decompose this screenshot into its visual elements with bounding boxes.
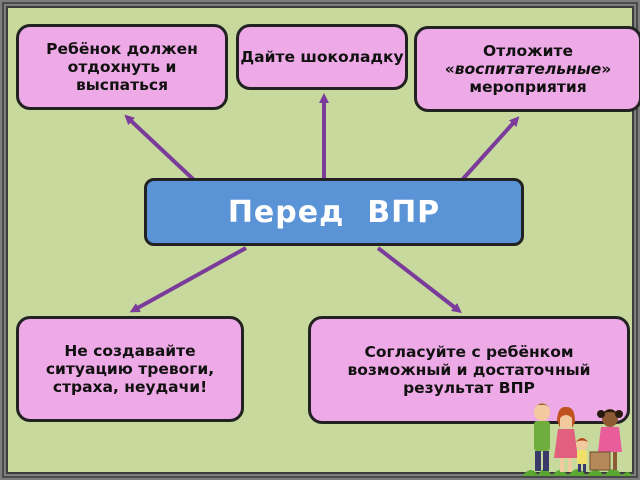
family-clipart [522, 403, 632, 476]
box-postpone-text-before: Отложите « [444, 41, 573, 78]
arrow-to-rest [124, 114, 196, 182]
box-postpone-text: Отложите «воспитательные» мероприятия [421, 42, 635, 97]
arrow-to-postpone [460, 116, 520, 182]
box-rest: Ребёнок должен отдохнуть и выспаться [16, 24, 228, 110]
box-rest-text: Ребёнок должен отдохнуть и выспаться [46, 39, 198, 95]
box-postpone-text-italic: воспитательные [454, 59, 602, 78]
box-agree-text: Согласуйте с ребёнком возможный и достат… [347, 342, 591, 398]
box-postpone: Отложите «воспитательные» мероприятия [414, 26, 640, 112]
box-postpone-text-after: » мероприятия [469, 59, 612, 97]
box-chocolate: Дайте шоколадку [236, 24, 408, 90]
center-box-label: Перед ВПР [227, 194, 441, 230]
box-stress: Не создавайте ситуацию тревоги, страха, … [16, 316, 244, 422]
arrow-to-stress [129, 246, 247, 313]
center-box: Перед ВПР [144, 178, 524, 246]
box-stress-text: Не создавайте ситуацию тревоги, страха, … [45, 341, 215, 397]
box-chocolate-text: Дайте шоколадку [240, 47, 404, 66]
arrows-layer [124, 93, 520, 314]
arrow-to-agree [376, 246, 462, 314]
box-agree: Согласуйте с ребёнком возможный и достат… [308, 316, 630, 424]
